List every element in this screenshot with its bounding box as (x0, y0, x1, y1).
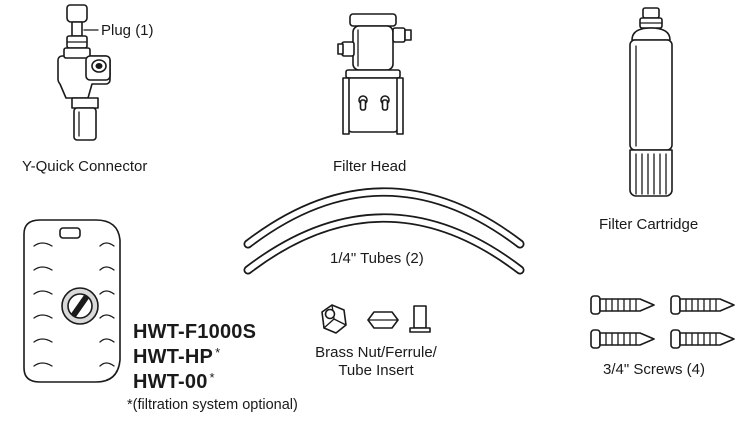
y-quick-connector-label: Y-Quick Connector (22, 158, 148, 175)
screws-label: 3/4" Screws (4) (603, 361, 706, 378)
model-name-3-mark: * (209, 370, 215, 385)
model-name-2: HWT-HP* (133, 341, 220, 369)
tubes-label: 1/4" Tubes (2) (330, 250, 424, 267)
model-name-1-text: HWT-F1000S (133, 321, 257, 343)
tubes-drawing (243, 187, 525, 275)
model-name-2-text: HWT-HP (133, 346, 214, 368)
model-name-3: HWT-00* (133, 366, 215, 394)
screw-3 (590, 329, 655, 349)
model-name-2-mark: * (215, 345, 221, 360)
model-name-1: HWT-F1000S (133, 316, 258, 344)
ferrule-drawing (367, 311, 399, 329)
brass-nut-drawing (321, 304, 347, 334)
brass-nut-label-line2: Tube Insert (338, 362, 414, 379)
brass-nut-label-line1: Brass Nut/Ferrule/ (315, 344, 437, 361)
y-quick-connector-drawing (57, 4, 111, 141)
screw-4 (670, 329, 735, 349)
footnote: *(filtration system optional) (127, 397, 298, 413)
filter-cartridge-label: Filter Cartridge (599, 216, 699, 233)
tube-insert-drawing (409, 305, 431, 333)
plug-drawing (66, 4, 88, 49)
plug-label: Plug (1) (101, 22, 154, 39)
filter-head-drawing (337, 13, 412, 135)
filter-head-label: Filter Head (333, 158, 407, 175)
screw-2 (670, 295, 735, 315)
filter-cartridge-drawing (629, 7, 673, 197)
model-name-3-text: HWT-00 (133, 371, 208, 393)
brass-nut-label: Brass Nut/Ferrule/ Tube Insert (296, 344, 456, 380)
screw-1 (590, 295, 655, 315)
screws-drawing (590, 295, 735, 349)
water-heater-unit-drawing (23, 219, 121, 383)
